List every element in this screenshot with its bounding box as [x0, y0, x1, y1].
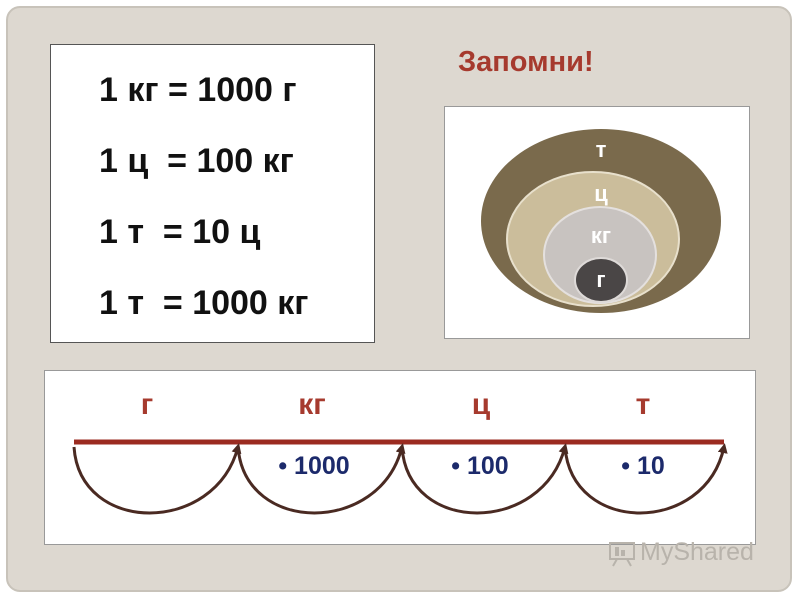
- scale-arc-3: [400, 443, 569, 515]
- rules-panel: 1 кг = 1000 г 1 ц = 100 кг 1 т = 10 ц 1 …: [50, 44, 375, 343]
- rule-t-kg: 1 т = 1000 кг: [99, 284, 309, 322]
- circle-g: [574, 257, 628, 303]
- factor-100: • 100: [451, 452, 509, 480]
- circle-label-t: т: [596, 137, 607, 162]
- unit-c: ц: [471, 388, 491, 421]
- rule-kg-g: 1 кг = 1000 г: [99, 71, 297, 109]
- scale-arc-1: [72, 443, 242, 515]
- watermark: MyShared: [640, 538, 754, 566]
- factor-1000: • 1000: [278, 452, 350, 480]
- scale-arc-4: [563, 443, 728, 515]
- scale-arc-2: [236, 443, 406, 515]
- presentation-icon: [609, 542, 635, 567]
- nested-circles-panel: т ц кг г: [444, 106, 750, 339]
- rule-t-c: 1 т = 10 ц: [99, 213, 261, 251]
- factor-10: • 10: [621, 452, 665, 480]
- circle-label-kg: кг: [591, 223, 611, 248]
- rule-c-kg: 1 ц = 100 кг: [99, 142, 294, 180]
- unit-kg: кг: [298, 388, 326, 421]
- remember-title: Запомни!: [458, 46, 594, 78]
- unit-t: т: [635, 388, 651, 421]
- nested-circles-diagram: т ц кг г: [481, 129, 721, 313]
- unit-g: г: [140, 388, 154, 421]
- circle-kg: [543, 206, 657, 304]
- circle-label-c: ц: [594, 181, 608, 206]
- circle-label-g: г: [596, 267, 605, 292]
